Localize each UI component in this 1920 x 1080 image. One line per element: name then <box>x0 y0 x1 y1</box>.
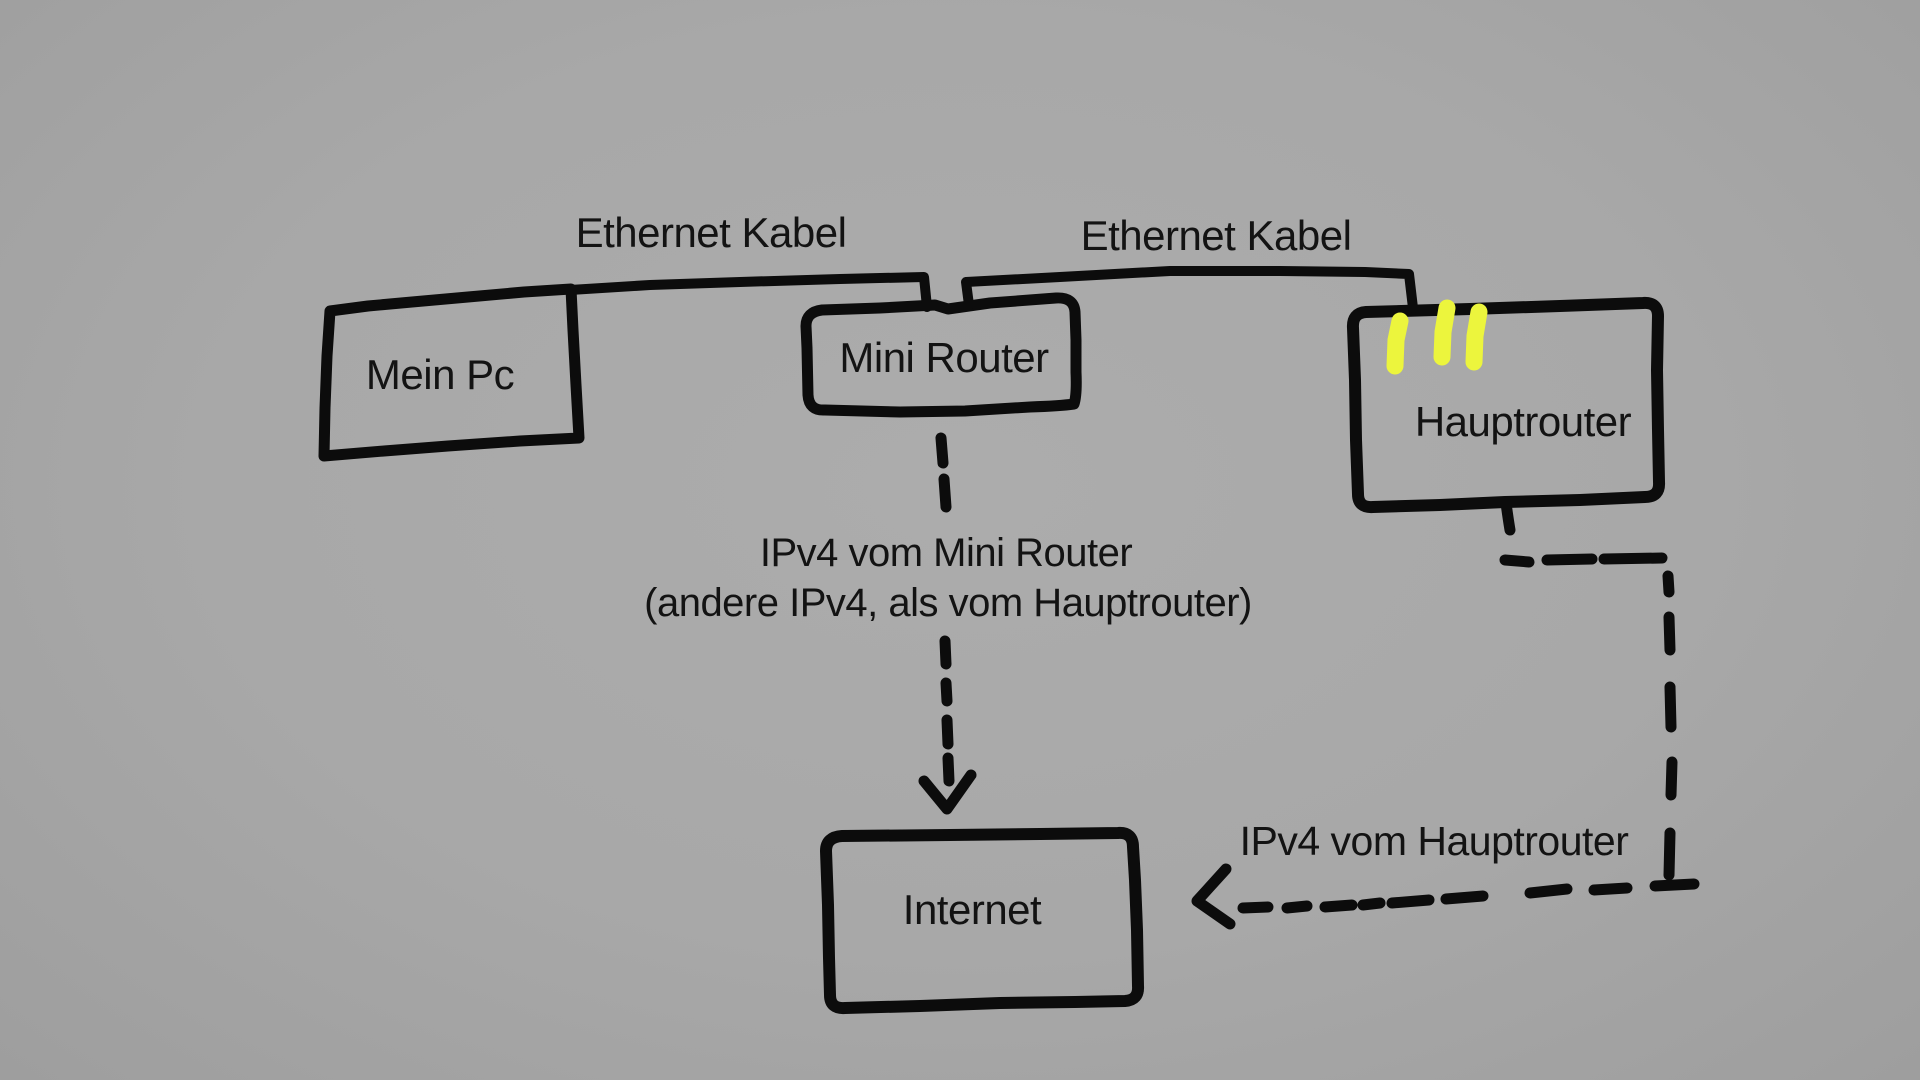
ipv4-mini-router-label-line2: (andere IPv4, als vom Hauptrouter) <box>644 581 1252 625</box>
hauptrouter-to-internet-arrow <box>1191 497 1700 930</box>
hauptrouter-label: Hauptrouter <box>1415 398 1632 445</box>
down-arrowhead <box>918 769 977 815</box>
mini-router-label: Mini Router <box>839 334 1049 381</box>
led-mark-1 <box>1386 312 1409 375</box>
left-arrowhead <box>1191 863 1236 930</box>
mein-pc-box <box>318 283 585 462</box>
hauptrouter-box <box>1346 296 1666 514</box>
ipv4-mini-router-label-line1: IPv4 vom Mini Router <box>760 531 1133 575</box>
ipv4-hauptrouter-label: IPv4 vom Hauptrouter <box>1240 818 1629 864</box>
ethernet-cable-2-line <box>961 266 1418 313</box>
hauptrouter-led-highlight-marks <box>1386 299 1488 375</box>
ethernet-cable-1-line <box>565 272 932 312</box>
internet-label: Internet <box>903 886 1042 933</box>
mini-router-box <box>800 292 1082 418</box>
ethernet-cable-1-label: Ethernet Kabel <box>576 209 847 256</box>
mini-router-to-internet-arrow <box>918 432 977 815</box>
mein-pc-label: Mein Pc <box>366 351 514 398</box>
led-mark-2 <box>1433 299 1456 366</box>
ethernet-cable-2-label: Ethernet Kabel <box>1081 212 1352 259</box>
led-mark-3 <box>1465 303 1488 371</box>
internet-box <box>820 826 1145 1015</box>
